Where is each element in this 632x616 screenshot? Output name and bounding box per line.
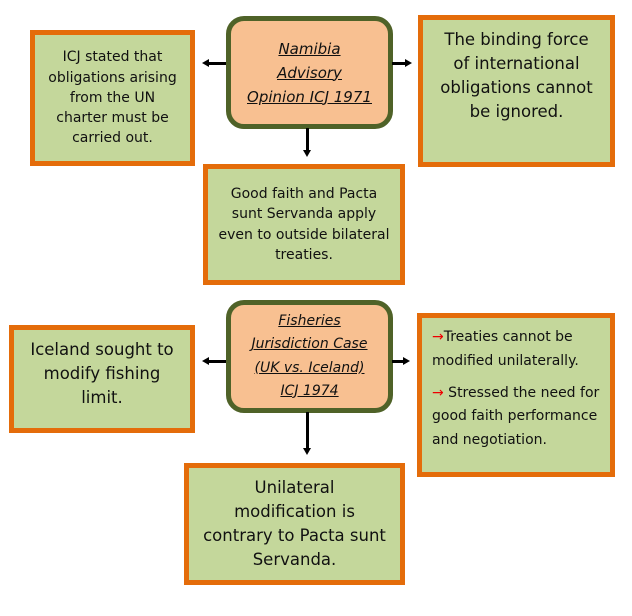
red-arrow-icon: → — [432, 329, 444, 345]
title-line: Opinion ICJ 1971 — [247, 87, 372, 106]
connector-right — [392, 62, 406, 65]
point-text: Treaties cannot be modified unilaterally… — [432, 329, 579, 369]
connector-left — [208, 62, 226, 65]
fisheries-right-box: →Treaties cannot be modified unilaterall… — [417, 313, 615, 477]
point-2: → Stressed the need for good faith perfo… — [432, 382, 600, 453]
arrowhead-down-icon — [303, 448, 311, 455]
arrowhead-left-icon — [202, 59, 209, 67]
namibia-case-node: Namibia Advisory Opinion ICJ 1971 — [226, 16, 393, 129]
fisheries-case-node: Fisheries Jurisdiction Case (UK vs. Icel… — [226, 300, 393, 413]
namibia-right-text: The binding force of international oblig… — [440, 30, 593, 121]
namibia-bottom-text: Good faith and Pacta sunt Servanda apply… — [218, 185, 390, 263]
title-line: Fisheries — [278, 313, 341, 330]
arrowhead-right-icon — [405, 59, 412, 67]
title-line: Namibia — [278, 39, 341, 58]
point-1: →Treaties cannot be modified unilaterall… — [432, 326, 600, 374]
fisheries-left-text: Iceland sought to modify fishing limit. — [30, 340, 174, 407]
fisheries-bottom-text: Unilateral modification is contrary to P… — [203, 478, 386, 569]
title-line: ICJ 1974 — [280, 382, 339, 399]
namibia-right-box: The binding force of international oblig… — [418, 15, 615, 167]
connector-right — [392, 360, 404, 363]
point-text: Stressed the need for good faith perform… — [432, 384, 600, 449]
title-line: (UK vs. Iceland) — [254, 359, 365, 376]
red-arrow-icon: → — [432, 384, 444, 401]
arrowhead-left-icon — [202, 357, 209, 365]
connector-left — [208, 360, 226, 363]
connector-down — [306, 412, 309, 448]
title-line: Advisory — [277, 63, 342, 82]
fisheries-bottom-box: Unilateral modification is contrary to P… — [184, 463, 405, 585]
namibia-bottom-box: Good faith and Pacta sunt Servanda apply… — [203, 164, 405, 285]
fisheries-left-box: Iceland sought to modify fishing limit. — [9, 325, 195, 433]
namibia-left-text: ICJ stated that obligations arising from… — [48, 49, 177, 147]
connector-down — [306, 128, 309, 150]
arrowhead-right-icon — [403, 357, 410, 365]
arrowhead-down-icon — [303, 150, 311, 157]
namibia-left-box: ICJ stated that obligations arising from… — [30, 30, 195, 166]
title-line: Jurisdiction Case — [251, 336, 368, 353]
